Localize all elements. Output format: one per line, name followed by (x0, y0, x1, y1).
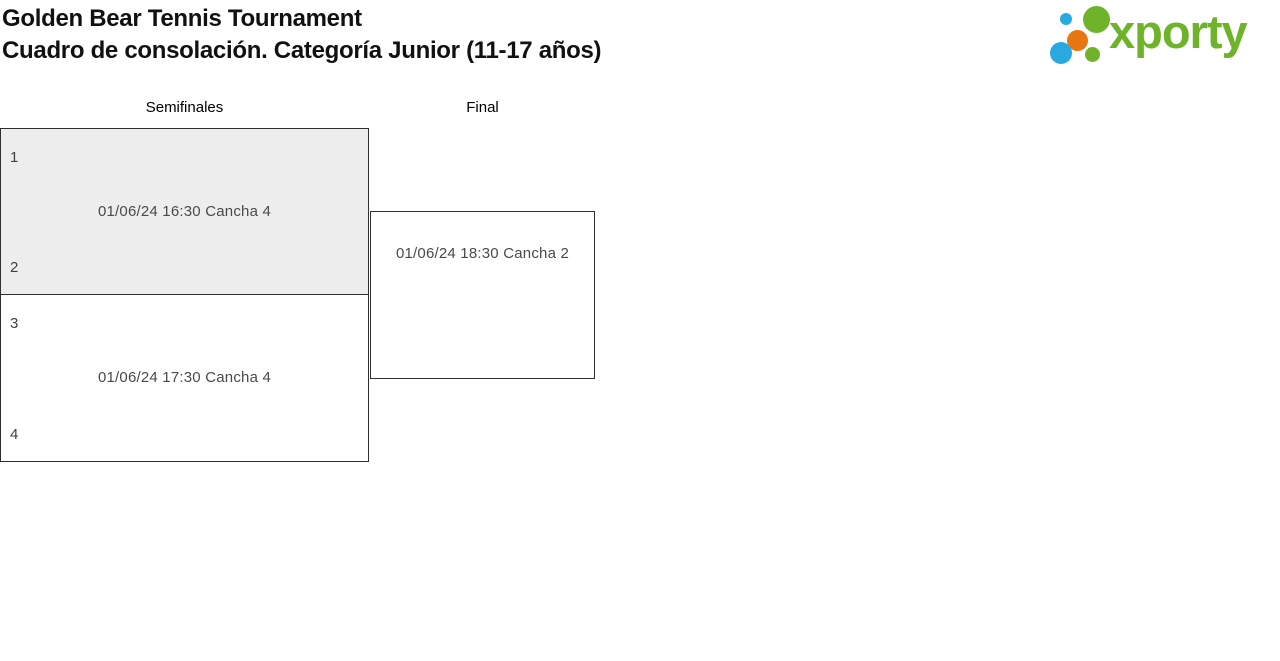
round-header-final: Final (466, 99, 499, 116)
logo-dot-blue-medium-icon (1050, 42, 1072, 64)
logo-dot-green-small-icon (1085, 47, 1100, 62)
seed-slot-3: 3 (10, 315, 19, 332)
logo-wordmark: xporty (1109, 5, 1248, 58)
match-semifinal-1[interactable]: 1 01/06/24 16:30 Cancha 4 2 (0, 128, 369, 295)
xporty-logo[interactable]: xporty (1045, 0, 1280, 70)
round-header-semifinals: Semifinales (145, 99, 224, 116)
match-final[interactable]: 01/06/24 18:30 Cancha 2 (370, 211, 595, 379)
match-schedule: 01/06/24 17:30 Cancha 4 (97, 369, 272, 386)
header: Golden Bear Tennis Tournament Cuadro de … (2, 3, 602, 67)
logo-dot-orange-icon (1067, 30, 1088, 51)
match-schedule: 01/06/24 16:30 Cancha 4 (97, 202, 272, 220)
logo-dot-green-large-icon (1083, 6, 1110, 33)
match-semifinal-2[interactable]: 3 01/06/24 17:30 Cancha 4 4 (0, 294, 369, 462)
seed-slot-1: 1 (10, 149, 19, 166)
page-subtitle: Cuadro de consolación. Categoría Junior … (2, 37, 602, 64)
seed-slot-2: 2 (10, 259, 19, 276)
seed-slot-4: 4 (10, 426, 19, 443)
match-schedule: 01/06/24 18:30 Cancha 2 (395, 245, 570, 262)
logo-dot-blue-small-icon (1060, 13, 1072, 25)
page-title: Golden Bear Tennis Tournament (2, 5, 362, 32)
